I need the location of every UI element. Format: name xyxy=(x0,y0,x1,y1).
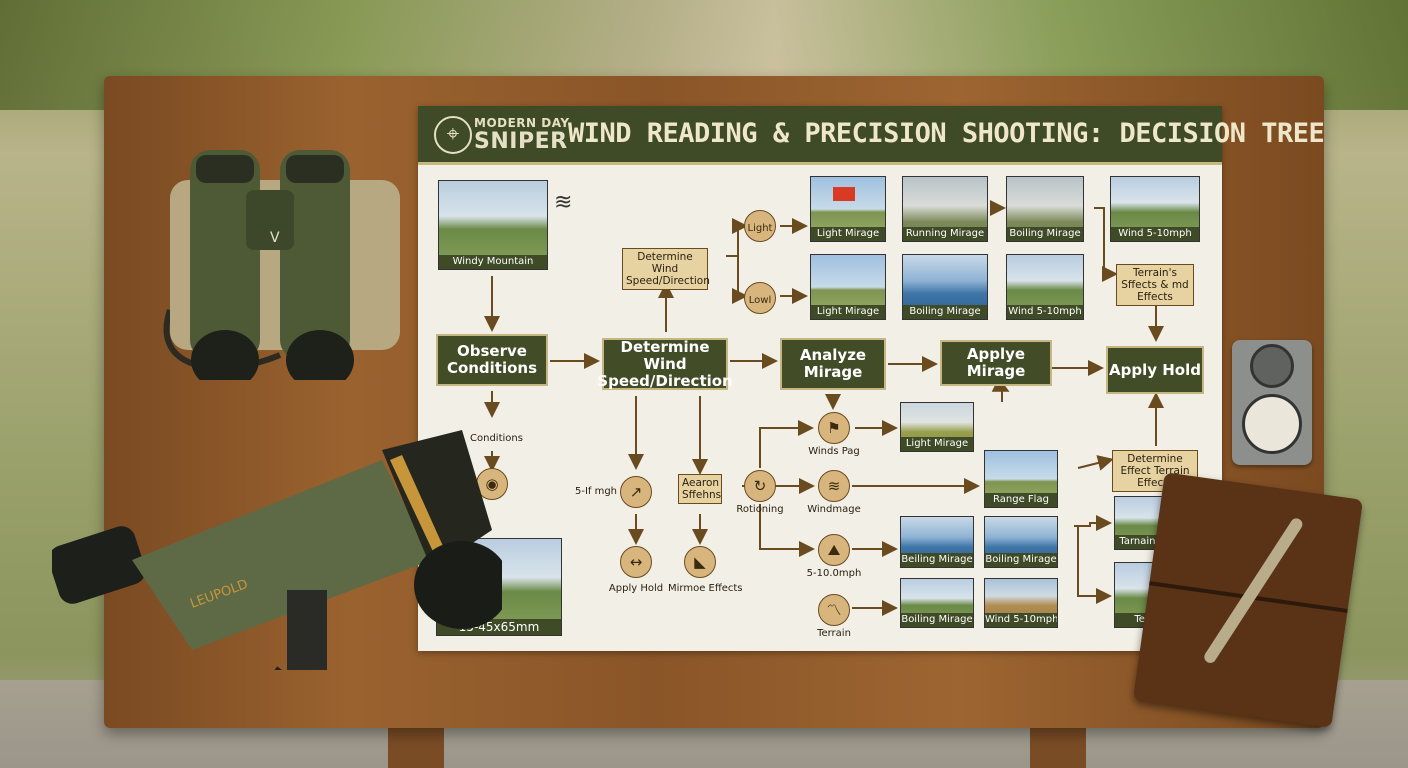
caption: Light Mirage xyxy=(811,227,885,241)
thumb-wind-5-10: Wind 5-10mph xyxy=(1110,176,1200,242)
node-apply-hold: Apply Hold xyxy=(1106,346,1204,394)
label-conditions: Conditions xyxy=(470,433,523,444)
rotation-icon: ↻ xyxy=(744,470,776,502)
caption: Boiling Mirage xyxy=(903,305,987,319)
node-analyze-mirage: Analyze Mirage xyxy=(780,338,886,390)
thumb-boiling-mirage-2: Boiling Mirage xyxy=(902,254,988,320)
caption: Boiling Mirage xyxy=(1007,227,1083,241)
light-circle: Light xyxy=(744,210,776,242)
mountain-icon: ⛰ xyxy=(818,534,850,566)
tag-determine-wind: Determine Wind Speed/Direction xyxy=(622,248,710,290)
terrain-icon: 〽 xyxy=(818,594,850,626)
label-five-ten: 5-10.0mph xyxy=(806,568,862,579)
poster-header: ⌖ MODERN DAY SNIPER WIND READING & PRECI… xyxy=(418,106,1325,165)
thumb-wind-5-10-3: Wind 5-10mph xyxy=(984,578,1058,628)
windmage-icon: ≋ xyxy=(818,470,850,502)
table-leg-right xyxy=(1030,728,1086,768)
caption: Wind 5-10mph xyxy=(1007,305,1083,319)
thumb-boiling-mirage-4: Boiling Mirage xyxy=(900,578,974,628)
thumb-light-mirage-3: Light Mirage xyxy=(900,402,974,452)
compass-icon xyxy=(1242,394,1302,454)
caption: Boiling Mirage xyxy=(901,613,973,627)
caption: Running Mirage xyxy=(903,227,987,241)
caption: Beiling Mirage xyxy=(901,553,973,567)
flag-icon xyxy=(833,187,855,201)
caption: Wind 5-10mph xyxy=(1111,227,1199,241)
caption: Light Mirage xyxy=(901,437,973,451)
spotting-scope: LEUPOLD xyxy=(52,430,502,670)
label-apply-hold: Apply Hold xyxy=(608,583,664,594)
thumb-light-mirage-2: Light Mirage xyxy=(810,254,886,320)
label-five-mph: 5-If mgh xyxy=(574,486,618,497)
circle-label: Light xyxy=(747,223,773,234)
thumb-light-mirage: Light Mirage xyxy=(810,176,886,242)
trajectory-icon: ↗ xyxy=(620,476,652,508)
low-circle: Lowl xyxy=(744,282,776,314)
tag-aearon: Aearon Sffehns xyxy=(678,474,722,504)
poster-title: WIND READING & PRECISION SHOOTING: DECIS… xyxy=(568,118,1325,149)
thumb-windy-mountain: Windy Mountain xyxy=(438,180,548,270)
leather-notebook xyxy=(1132,472,1364,728)
thumb-running-mirage: Running Mirage xyxy=(902,176,988,242)
logo-line-2: SNIPER xyxy=(474,129,568,154)
apply-hold-icon: ↔ xyxy=(620,546,652,578)
wind-icon: ≋ xyxy=(554,190,573,215)
node-determine-wind: Determine Wind Speed/Direction xyxy=(597,337,733,390)
thumb-wind-5-10-2: Wind 5-10mph xyxy=(1006,254,1084,320)
crosshair-logo-icon: ⌖ xyxy=(434,116,472,154)
label-windmage: Windmage xyxy=(807,504,861,515)
connector-arrows xyxy=(484,200,1164,616)
binoculars-brand: V xyxy=(270,230,280,246)
wind-flag-icon: ⚑ xyxy=(818,412,850,444)
logo-line-1: MODERN DAY xyxy=(474,116,570,130)
table-leg-left xyxy=(388,728,444,768)
caption: Windy Mountain xyxy=(439,255,547,269)
lensatic-compass xyxy=(1232,340,1312,465)
caption: Boiling Mirage xyxy=(985,553,1057,567)
decision-tree-poster: ⌖ MODERN DAY SNIPER WIND READING & PRECI… xyxy=(418,106,1325,651)
tag-determine-effect: Determine Effect Terrain Effects xyxy=(1112,450,1198,492)
caption: Wind 5-10mph xyxy=(985,613,1057,627)
caption: Range Flag xyxy=(985,493,1057,507)
node-applye-mirage: Applye Mirage xyxy=(940,340,1052,386)
thumb-beiling-mirage: Beiling Mirage xyxy=(900,516,974,568)
label-winds-pag: Winds Pag xyxy=(808,446,860,457)
thumb-boiling-mirage: Boiling Mirage xyxy=(1006,176,1084,242)
tag-terrain-effects: Terrain's Sffects & md Effects xyxy=(1116,264,1194,306)
thumb-boiling-mirage-3: Boiling Mirage xyxy=(984,516,1058,568)
terrain-slope-icon: ◣ xyxy=(684,546,716,578)
label-terrain: Terrain xyxy=(817,628,851,639)
label-mirmoe: Mirmoe Effects xyxy=(668,583,743,594)
binoculars: V xyxy=(163,150,400,380)
caption: Light Mirage xyxy=(811,305,885,319)
thumb-range-flag: Range Flag xyxy=(984,450,1058,508)
node-observe-conditions: Observe Conditions xyxy=(436,334,548,386)
compass-cover xyxy=(1250,344,1294,388)
label-rotioning: Rotioning xyxy=(736,504,784,515)
circle-label: Lowl xyxy=(748,295,772,306)
